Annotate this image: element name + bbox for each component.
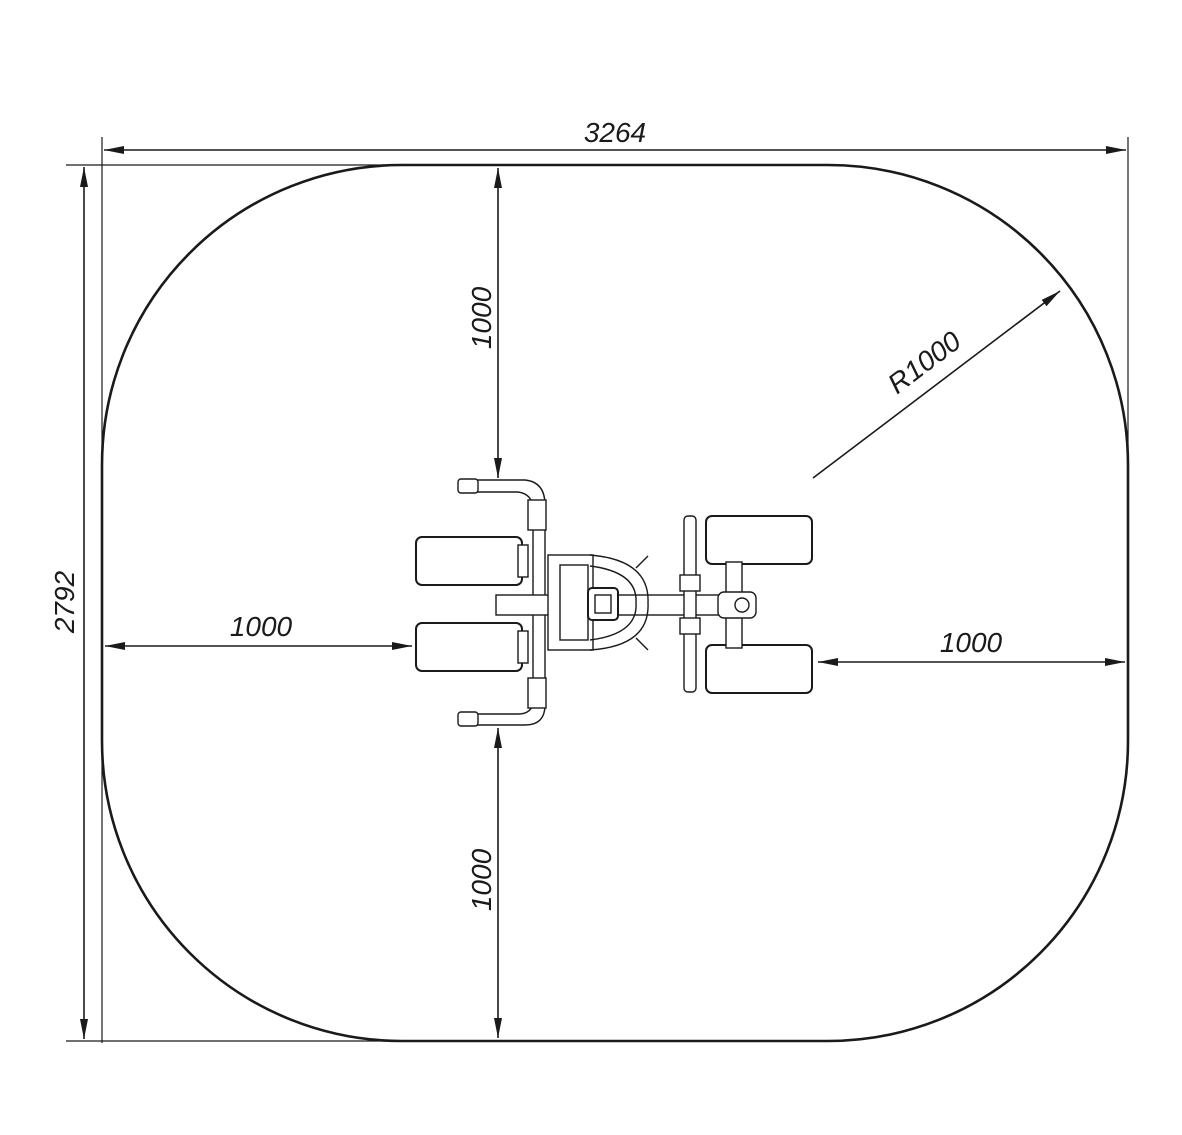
- left-upper-pad-mount: [517, 544, 529, 578]
- radius-dimension-label: R1000: [882, 325, 967, 400]
- right-handle-bar: [683, 515, 697, 693]
- left-clearance-label: 1000: [230, 611, 293, 642]
- right-handle-clamp-bottom: [679, 617, 701, 635]
- central-block-inner: [559, 564, 589, 641]
- height-dimension-label: 2792: [49, 570, 80, 634]
- top-handle-grip: [457, 478, 479, 494]
- pivot-arc: [589, 554, 649, 651]
- radius-dimension-line: [812, 290, 1061, 479]
- width-dimension-label: 3264: [584, 117, 646, 148]
- frame-post-bottom: [527, 677, 547, 709]
- right-clearance-label: 1000: [940, 627, 1003, 658]
- frame-post-top: [527, 499, 547, 531]
- pivot-tab-bottom: [635, 637, 649, 651]
- right-upper-pad: [705, 515, 813, 565]
- bottom-handle-grip: [457, 711, 479, 727]
- pivot-tab-top: [635, 555, 649, 569]
- left-lower-pad-mount: [517, 630, 529, 664]
- pivot-arc-inner: [589, 565, 637, 641]
- equipment-plan-view: [415, 478, 813, 727]
- central-beam: [495, 594, 747, 616]
- left-lower-pad: [415, 622, 523, 672]
- top-clearance-label: 1000: [466, 286, 497, 349]
- right-pedal-axle: [734, 597, 750, 613]
- right-handle-clamp-top: [679, 574, 701, 592]
- right-lower-pad: [705, 644, 813, 694]
- bottom-clearance-label: 1000: [466, 848, 497, 911]
- pivot-hub-inner: [594, 594, 612, 614]
- left-upper-pad: [415, 536, 523, 586]
